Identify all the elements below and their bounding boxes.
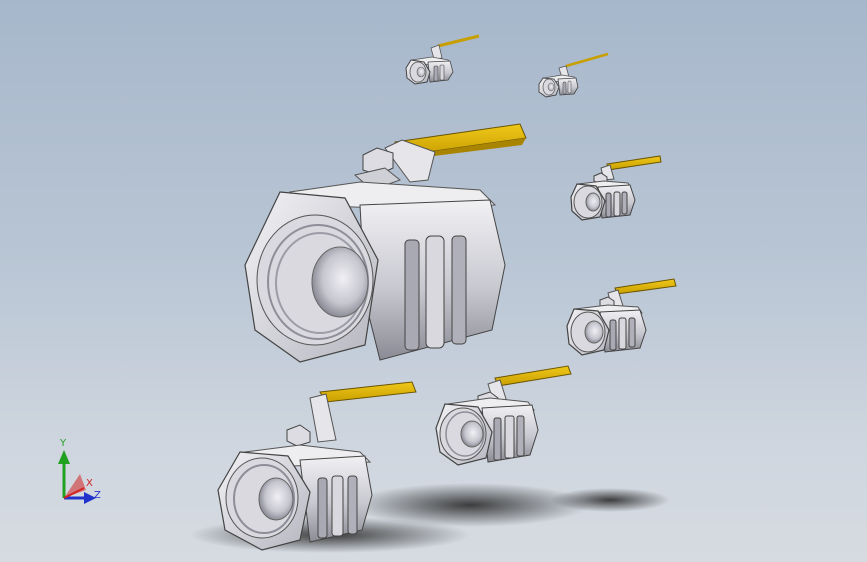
valve-top-2 bbox=[538, 52, 609, 98]
y-axis-arrow-icon bbox=[58, 450, 70, 464]
z-axis-label: Z bbox=[94, 490, 101, 501]
valve-bottom-middle bbox=[435, 365, 572, 466]
valve-right-2 bbox=[566, 278, 677, 356]
orientation-triad: Y X Z bbox=[50, 438, 110, 510]
valve-right-1 bbox=[570, 155, 662, 221]
x-axis-label: X bbox=[86, 478, 93, 489]
z-axis-arrow-icon bbox=[84, 492, 96, 504]
valve-top-1 bbox=[405, 34, 480, 85]
x-axis-plane-icon bbox=[64, 474, 86, 498]
valve-large bbox=[244, 123, 527, 363]
y-axis-label: Y bbox=[60, 438, 67, 449]
valve-bottom-left bbox=[217, 381, 417, 551]
